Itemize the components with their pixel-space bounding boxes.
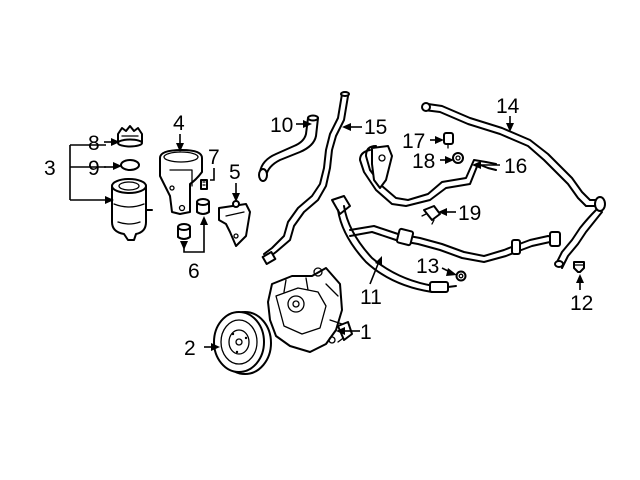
- callout-11: 11: [360, 286, 382, 309]
- callout-18: 18: [412, 150, 435, 173]
- callout-2: 2: [184, 337, 196, 360]
- part-pressure-hose-15: [261, 91, 350, 265]
- part-suction-hose: [258, 114, 319, 182]
- part-fluid-reservoir: [111, 178, 153, 241]
- leader-lines: [69, 116, 584, 351]
- part-grommets: [177, 198, 210, 240]
- callout-1: 1: [360, 321, 372, 344]
- part-washer-18: [452, 152, 464, 164]
- callout-17: 17: [402, 130, 425, 153]
- callout-3: 3: [44, 157, 56, 180]
- part-line-16: [359, 145, 497, 207]
- part-bolt-17: [443, 132, 454, 149]
- part-pulley: [213, 311, 272, 375]
- part-clip-19: [421, 205, 441, 225]
- callout-15: 15: [364, 116, 387, 139]
- part-power-steering-pump: [267, 267, 353, 353]
- part-o-ring: [120, 159, 140, 171]
- part-reservoir-bracket: [159, 149, 203, 215]
- part-washer-13: [455, 270, 467, 282]
- callout-12: 12: [570, 292, 593, 315]
- part-plug-12: [573, 261, 585, 273]
- part-return-hose-11: [331, 195, 457, 293]
- callout-6: 6: [188, 260, 200, 283]
- part-bolt-7: [200, 179, 208, 190]
- callout-16: 16: [504, 155, 527, 178]
- callout-19: 19: [458, 202, 481, 225]
- callout-9: 9: [88, 157, 100, 180]
- callout-8: 8: [88, 132, 100, 155]
- part-mounting-bracket: [218, 200, 251, 247]
- part-cooler-line-14: [421, 102, 606, 269]
- part-return-line-11-ext: [349, 225, 561, 263]
- callout-numbers: 1 2 3 4 5 6 7 8 9 10 11 12 13 14 15 16 1…: [44, 95, 593, 360]
- callout-7: 7: [208, 146, 220, 169]
- callout-10: 10: [270, 114, 293, 137]
- part-reservoir-cap: [117, 125, 143, 148]
- callout-13: 13: [416, 255, 439, 278]
- callout-5: 5: [229, 161, 241, 184]
- callout-14: 14: [496, 95, 520, 118]
- callout-4: 4: [173, 112, 185, 135]
